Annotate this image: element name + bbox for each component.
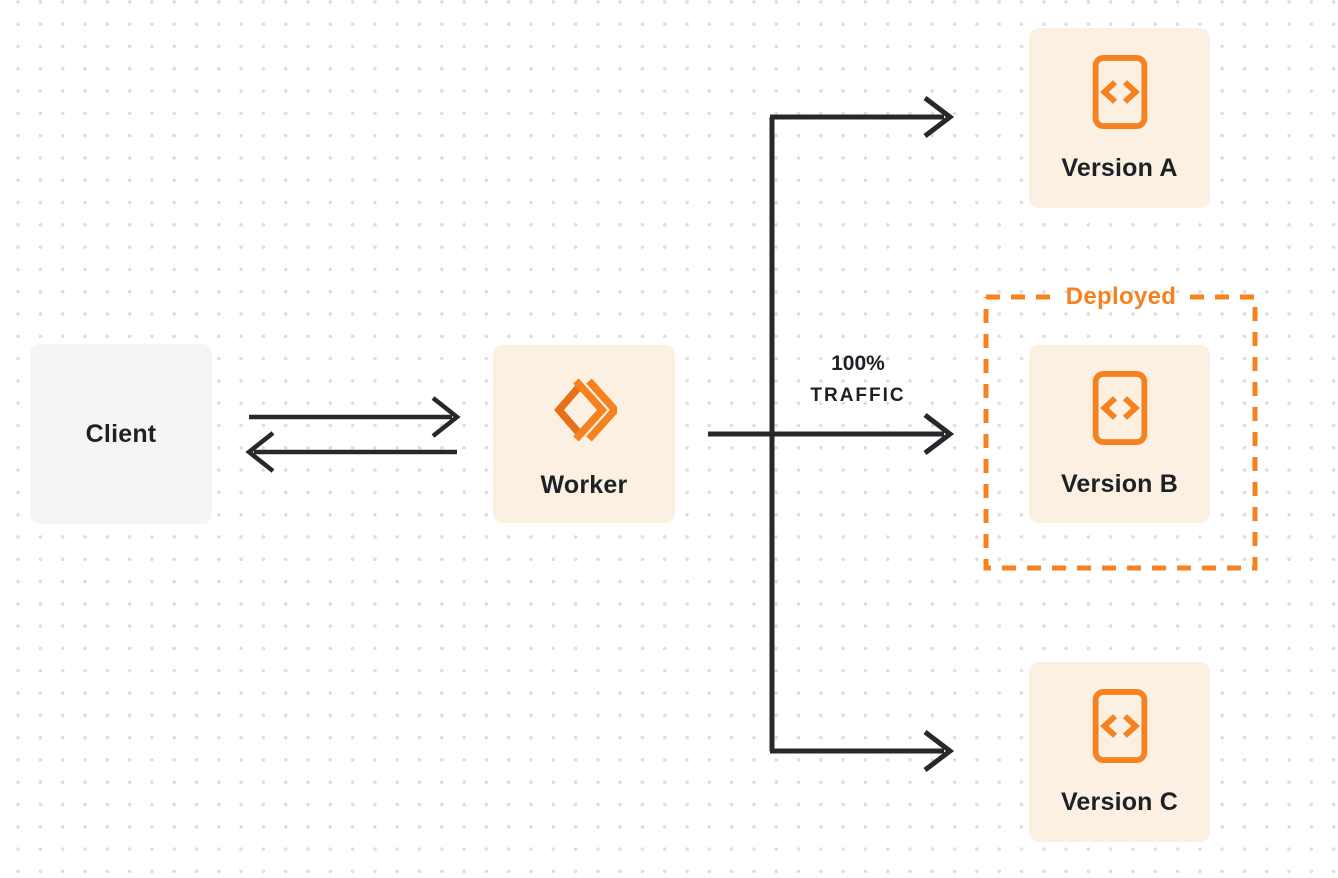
node-version-a: Version A [1029, 28, 1210, 208]
workers-logo-icon [554, 377, 617, 442]
version-b-label: Version B [1060, 469, 1179, 498]
code-file-icon [1092, 370, 1147, 445]
traffic-label: 100% TRAFFIC [810, 349, 905, 411]
client-label: Client [85, 419, 157, 448]
node-client: Client [30, 344, 212, 524]
node-version-b: Version B [1029, 345, 1210, 523]
traffic-percent-text: 100% [831, 352, 885, 375]
traffic-word-text: TRAFFIC [810, 385, 906, 406]
arrow-client-to-worker-head [431, 396, 461, 438]
code-file-icon [1092, 688, 1147, 763]
code-file-icon [1092, 54, 1147, 129]
arrow-worker-to-version-b-head [923, 413, 955, 455]
version-c-label: Version C [1060, 787, 1179, 816]
deployed-group-label: Deployed [1065, 283, 1177, 310]
node-version-c: Version C [1029, 662, 1210, 842]
arrow-to-version-a-head [923, 96, 955, 138]
worker-label: Worker [540, 470, 628, 499]
arrow-worker-to-client-head [245, 431, 275, 473]
version-a-label: Version A [1061, 153, 1178, 182]
node-worker: Worker [493, 345, 675, 523]
arrow-to-version-c-head [923, 730, 955, 772]
